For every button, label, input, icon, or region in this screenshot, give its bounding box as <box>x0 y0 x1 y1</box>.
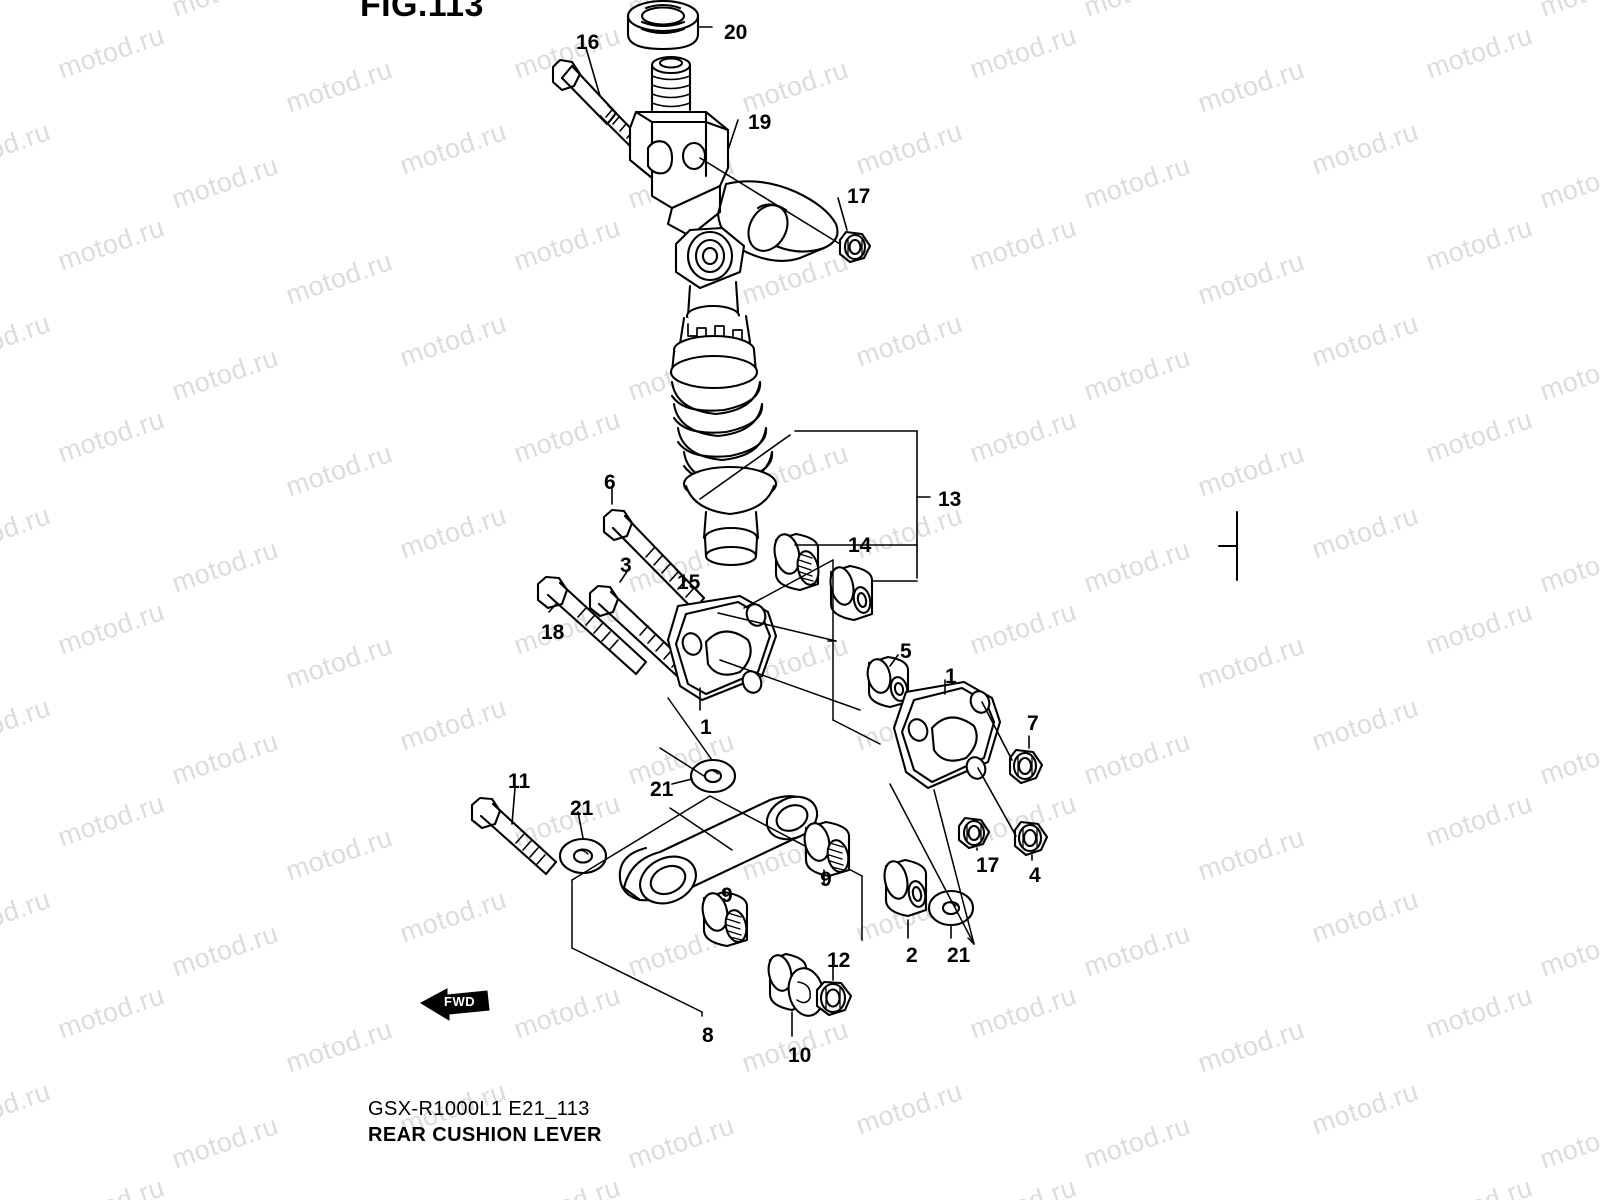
part-5-spacer <box>866 655 910 709</box>
fwd-arrow-icon <box>419 988 490 1021</box>
callout-cushion-lever-rod-plate-left: 1 <box>700 716 712 739</box>
caption-model-code: GSX-R1000L1 E21_113 <box>368 1098 590 1120</box>
callout-bearing-needle: 14 <box>848 534 872 557</box>
part-19-rod-end <box>628 55 730 238</box>
callout-shock-absorber-assembly: 13 <box>938 488 962 511</box>
fwd-label: FWD <box>444 994 476 1009</box>
part-9-bearing-upper <box>803 820 851 878</box>
part-18-bolt <box>536 575 648 676</box>
callout-washer-lower-right: 21 <box>947 944 971 967</box>
part-21-washer-c <box>927 889 975 927</box>
callout-spacer-lower: 2 <box>906 944 918 967</box>
callout-nut-rod-lower: 4 <box>1029 864 1041 887</box>
part-11-bolt <box>470 796 558 876</box>
callout-spacer-collar: 15 <box>677 571 701 594</box>
caption-assembly-name: REAR CUSHION LEVER <box>368 1124 602 1146</box>
callout-nut-upper-mount: 20 <box>724 21 748 44</box>
part-17-nut-upper <box>838 230 872 264</box>
callout-nut-lever: 12 <box>827 949 851 972</box>
part-6-bolt <box>602 508 706 612</box>
callout-spacer-rod: 5 <box>900 640 912 663</box>
part-1-plate-left <box>666 594 778 702</box>
callout-bolt-link-long: 18 <box>541 621 565 644</box>
part-9-bearing-lower <box>701 890 749 948</box>
part-15-spacer <box>829 564 874 622</box>
callout-nut-flange-lower: 17 <box>976 854 1000 877</box>
callout-nut-rod-upper: 7 <box>1027 712 1039 735</box>
callout-bearing-needle-lever-lower: 9 <box>721 884 733 907</box>
part-17-nut-lower <box>957 816 991 850</box>
callout-nut-flange-upper: 17 <box>847 185 871 208</box>
callout-bolt-link-upper: 6 <box>604 471 616 494</box>
part-12-nut <box>815 980 853 1017</box>
callout-bolt-lever-pivot: 11 <box>508 770 531 793</box>
part-8-cushion-lever <box>618 795 819 905</box>
part-3-bolt <box>588 584 702 690</box>
callout-washer-bolt-11: 21 <box>570 797 594 820</box>
callout-clevis-rod-end: 19 <box>748 111 772 134</box>
part-4-nut <box>1013 820 1049 857</box>
callout-bolt-link-middle: 3 <box>620 554 632 577</box>
callout-cushion-lever: 8 <box>702 1024 714 1047</box>
part-7-nut <box>1008 748 1044 785</box>
callout-cushion-lever-rod-plate-right: 1 <box>945 665 957 688</box>
part-13-shock-absorber <box>669 226 778 567</box>
part-10-spacer <box>767 952 825 1017</box>
part-2-spacer <box>883 858 928 918</box>
callout-spacer-flanged: 10 <box>788 1044 812 1067</box>
part-21-washer-b <box>558 837 608 875</box>
callout-washer-left-upper: 21 <box>650 778 674 801</box>
part-1-plate-right <box>892 680 1002 790</box>
part-20-nut <box>626 0 700 51</box>
callout-bearing-needle-lever-upper: 9 <box>820 868 832 891</box>
part-21-washer-a <box>689 758 737 794</box>
figure-title: FIG.113 <box>360 0 484 24</box>
part-14-bearing <box>773 532 820 592</box>
callout-bolt-upper: 16 <box>576 31 600 54</box>
edge-bracket-mark <box>1218 511 1238 581</box>
